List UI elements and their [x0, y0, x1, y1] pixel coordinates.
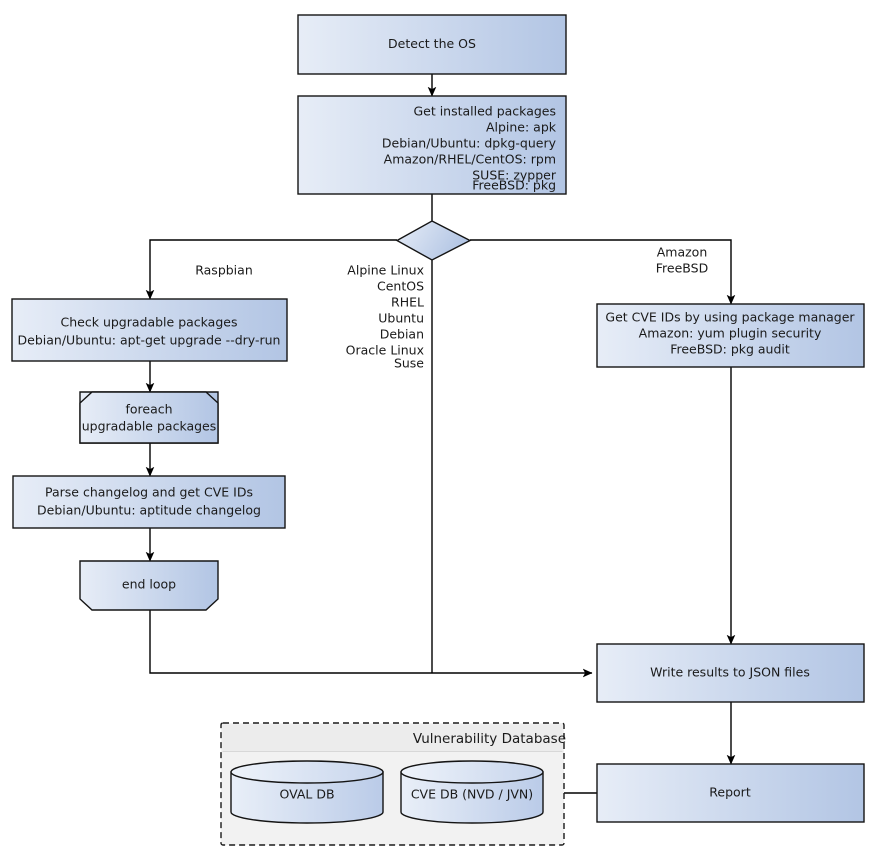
node-write-results-label: Write results to JSON files	[650, 665, 810, 680]
node-report[interactable]: Report	[596, 763, 865, 823]
node-detect-the-os-label: Detect the OS	[388, 36, 476, 51]
node-foreach-line-2: upgradable packages	[82, 419, 217, 434]
edge-endloop-to-write	[149, 610, 593, 678]
node-check-upgradable-line-2: Debian/Ubuntu: apt-get upgrade --dry-run	[18, 333, 281, 348]
node-end-loop[interactable]: end loop	[79, 560, 219, 611]
node-get-cve-ids-line-3: FreeBSD: pkg audit	[670, 342, 790, 357]
node-get-installed-packages[interactable]: Get installed packages Alpine: apk Debia…	[297, 95, 567, 195]
node-check-upgradable-line-1: Check upgradable packages	[61, 315, 238, 330]
node-get-installed-packages-line-1: Get installed packages	[413, 104, 556, 119]
edge-decision-amazon	[470, 239, 736, 305]
node-parse-changelog-line-2: Debian/Ubuntu: aptitude changelog	[37, 503, 261, 518]
edge-label-raspbian-text: Raspbian	[195, 263, 253, 278]
edge-label-distro-7: Suse	[394, 356, 424, 371]
edge-label-distro-1: Alpine Linux	[347, 263, 424, 278]
edge-label-raspbian: Raspbian	[195, 263, 253, 278]
node-os-decision[interactable]	[395, 220, 472, 261]
node-foreach-line-1: foreach	[125, 402, 172, 417]
node-get-installed-packages-line-3: Debian/Ubuntu: dpkg-query	[382, 136, 557, 151]
node-get-installed-packages-line-5: SUSE: zypper	[472, 168, 557, 183]
edge-label-distro-6: Oracle Linux	[346, 343, 424, 358]
node-parse-changelog[interactable]: Parse changelog and get CVE IDs Debian/U…	[12, 475, 286, 529]
group-title-vulnerability-database: Vulnerability Database	[413, 731, 566, 747]
oval-db-cylinder: OVAL DB	[230, 760, 384, 824]
node-get-installed-packages-line-6: FreeBSD: pkg	[472, 178, 556, 193]
edge-label-distro-5: Debian	[380, 327, 424, 342]
edge-label-middle-distros: Alpine Linux CentOS RHEL Ubuntu Debian O…	[346, 263, 425, 371]
edge-decision-raspbian	[145, 239, 397, 300]
node-check-upgradable-packages[interactable]: Check upgradable packages Debian/Ubuntu:…	[11, 298, 288, 362]
node-detect-the-os[interactable]: Detect the OS	[297, 14, 567, 75]
edge-label-amazon: Amazon	[657, 245, 708, 260]
edge-label-freebsd: FreeBSD	[656, 261, 708, 276]
node-write-results[interactable]: Write results to JSON files	[596, 643, 865, 703]
node-get-cve-ids-line-2: Amazon: yum plugin security	[639, 326, 822, 341]
cve-db-label: CVE DB (NVD / JVN)	[411, 787, 533, 802]
node-report-label: Report	[709, 785, 751, 800]
node-get-cve-ids-line-1: Get CVE IDs by using package manager	[605, 310, 855, 325]
cve-db-cylinder: CVE DB (NVD / JVN)	[400, 760, 544, 824]
edge-label-distro-4: Ubuntu	[378, 311, 424, 326]
node-get-installed-packages-line-4: Amazon/RHEL/CentOS: rpm	[384, 152, 556, 167]
node-end-loop-label: end loop	[122, 577, 176, 592]
node-foreach-upgradable-packages[interactable]: foreach upgradable packages	[79, 391, 219, 444]
node-get-cve-ids[interactable]: Get CVE IDs by using package manager Ama…	[596, 303, 865, 368]
node-get-installed-packages-line-2: Alpine: apk	[486, 120, 557, 135]
edge-label-distro-3: RHEL	[391, 295, 424, 310]
node-parse-changelog-line-1: Parse changelog and get CVE IDs	[45, 485, 253, 500]
oval-db-label: OVAL DB	[279, 787, 334, 802]
edge-label-distro-2: CentOS	[377, 279, 424, 294]
edge-label-amazon-freebsd: Amazon FreeBSD	[656, 245, 708, 276]
